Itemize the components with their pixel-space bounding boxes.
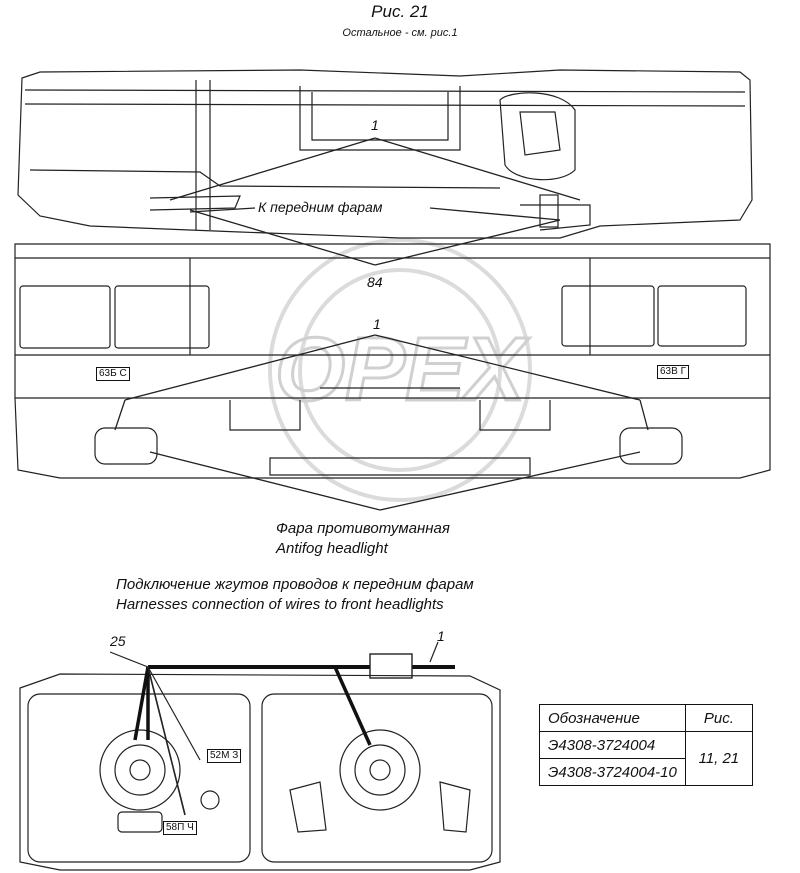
figure-subtitle: Остальное - см. рис.1	[342, 27, 458, 39]
callout-to-front-headlights: К передним фарам	[258, 199, 383, 215]
opex-watermark	[268, 238, 532, 502]
caption-connection-ru: Подключение жгутов проводов к передним ф…	[116, 576, 474, 593]
bumper-view	[14, 243, 771, 479]
connector-tag-52m-z: 52М З	[207, 749, 242, 763]
table-row: Э4308-3724004 11, 21	[539, 731, 753, 786]
designation-cell: Э4308-3724004	[539, 731, 686, 759]
connector-tag-63v-g: 63В Г	[657, 365, 689, 379]
wire-harness	[109, 641, 455, 816]
callout-item-84: 84	[367, 274, 383, 290]
leader-lines-upper	[169, 137, 581, 266]
cab-frame-view	[17, 69, 753, 239]
callout-item-25: 25	[110, 633, 126, 649]
connector-tag-58p-ch: 58П Ч	[163, 821, 197, 835]
figures-cell: 11, 21	[684, 731, 753, 786]
leader-lines-middle	[114, 334, 649, 511]
designation-cell: Э4308-3724004-10	[539, 758, 686, 786]
designation-table: Обозначение Рис. Э4308-3724004 11, 21 Э4…	[539, 704, 753, 786]
caption-antifog-ru: Фара противотуманная	[276, 520, 450, 537]
headlight-detail	[19, 673, 501, 871]
connector-tag-63b-s: 63Б С	[96, 367, 130, 381]
callout-harness-1-bottom: 1	[437, 628, 445, 644]
table-row: Э4308-3724004-10	[539, 758, 753, 786]
table-header-row: Обозначение Рис.	[539, 704, 753, 732]
header-figure: Рис.	[684, 704, 753, 732]
callout-harness-1-middle: 1	[373, 316, 381, 332]
header-designation: Обозначение	[539, 704, 686, 732]
caption-connection-en: Harnesses connection of wires to front h…	[116, 596, 444, 613]
opex-watermark-text: OPEX	[275, 320, 530, 420]
figure-title: Рис. 21	[371, 2, 429, 21]
caption-antifog-en: Antifog headlight	[276, 540, 388, 557]
callout-harness-1-top: 1	[371, 117, 379, 133]
